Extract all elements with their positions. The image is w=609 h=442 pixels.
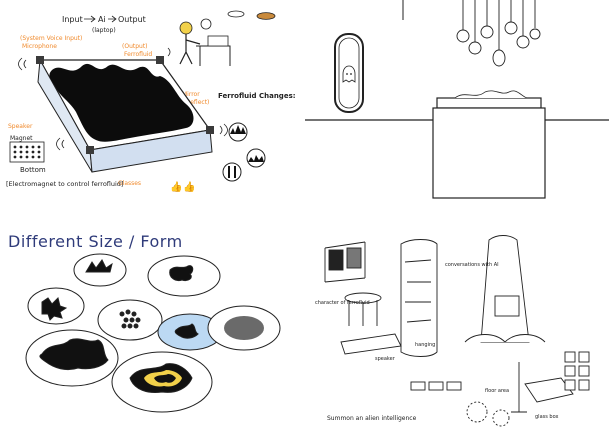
character-label: character of ferrofluid — [315, 300, 370, 306]
small-table-1 — [410, 381, 426, 391]
hanging-panel-1 — [328, 249, 344, 271]
output-label: (Output) — [122, 43, 148, 50]
tray-front-side — [89, 129, 213, 173]
person-body-icon — [179, 34, 201, 65]
ferrofluid-shape-8-core — [154, 374, 176, 383]
room-scene-sketch — [305, 0, 609, 199]
ferrofluid-shape-6 — [224, 316, 264, 340]
speech-bubble-icon — [200, 18, 212, 30]
conversation-label: conversations with AI — [445, 262, 499, 268]
hanging-frame — [324, 241, 366, 283]
floor-circle-2 — [492, 409, 510, 427]
glasses-label: Glasses — [118, 180, 141, 187]
ferrofluid-shape-2 — [169, 265, 194, 281]
sound-wave-marks — [18, 47, 228, 151]
sketch-panel-ferrofluid-mirror: Input Ai Output (laptop) (System Voice I… — [0, 0, 300, 215]
lamp-stand — [511, 362, 527, 413]
sketch-panel-different-forms: Different Size / Form — [0, 222, 300, 442]
flow-input-label: Input — [62, 15, 83, 24]
hanging-scroll — [400, 239, 438, 357]
corner-post-3 — [206, 126, 214, 134]
ferrofluid-mirror-sketch: Input Ai Output (laptop) (System Voice I… — [6, 10, 296, 193]
system-voice-input-label: (System Voice Input) — [20, 35, 82, 42]
ferrofluid-label: Ferrofluid — [124, 51, 152, 58]
thumbs-up-icon: 👍 — [170, 180, 182, 193]
table-pedestal — [432, 107, 546, 199]
drape-table — [494, 295, 520, 317]
ferrofluid-changes-label: Ferrofluid Changes: — [218, 92, 296, 100]
corner-post-1 — [36, 56, 44, 64]
table-top — [436, 97, 542, 109]
flow-laptop-label: (laptop) — [92, 27, 116, 34]
dish-wood-icon — [256, 12, 276, 20]
scroll-marks — [404, 259, 432, 323]
summon-label: Summon an alien intelligence — [327, 415, 417, 422]
mirror-label: Mirror — [182, 91, 200, 98]
long-bench — [340, 333, 402, 355]
electromagnet-label: [Electromagnet to control ferrofluid] — [6, 180, 123, 188]
small-table-2 — [428, 381, 444, 391]
bottom-label: Bottom — [20, 166, 46, 174]
laptop-icon — [207, 35, 229, 47]
speaker-label: speaker — [375, 356, 396, 362]
small-table-3 — [446, 381, 462, 391]
ferrofluid-shape-4-dots — [119, 309, 141, 329]
hanging-label: hanging — [415, 342, 435, 348]
speaker-grid — [564, 351, 590, 391]
flow-arrows — [84, 15, 117, 23]
sketch-panel-room-scene — [305, 0, 609, 215]
ferrofluid-shape-5 — [174, 323, 199, 339]
petri-dishes-sketch — [25, 253, 281, 413]
floor-area-label: floor area — [485, 388, 509, 394]
floor-circle-1 — [466, 401, 488, 423]
glass-box — [524, 377, 574, 403]
glass-box-label: glass box — [535, 414, 559, 420]
change-state-spikes-1 — [230, 125, 246, 134]
person-head-icon — [179, 21, 193, 35]
magnet-grid-dots — [13, 145, 41, 159]
forms-title: Different Size / Form — [8, 232, 183, 251]
flow-output-label: Output — [118, 15, 146, 24]
corner-post-2 — [156, 56, 164, 64]
change-state-spikes-2 — [248, 155, 264, 162]
ferrofluid-blob — [49, 63, 194, 142]
drape-structure — [480, 235, 530, 343]
microphone-label: Microphone — [22, 43, 57, 50]
corner-post-4 — [86, 146, 94, 154]
hanging-panel-2 — [346, 247, 362, 269]
change-state-circle-3 — [222, 162, 242, 182]
dish-icon — [227, 10, 245, 18]
ferrofluid-shape-7 — [39, 338, 109, 371]
speaker-label: Speaker — [8, 123, 33, 130]
sketch-panel-installation: character of ferrofluid conversations wi… — [305, 222, 609, 442]
chandelier-icon — [456, 0, 541, 67]
table-ferrofluid-tray — [454, 90, 528, 99]
flow-ai-label: Ai — [98, 15, 106, 24]
thumbs-up-icon-2: 👍 — [183, 180, 195, 193]
reflect-label: (Reflect) — [184, 99, 209, 106]
desk-icon — [196, 45, 231, 66]
installation-sketch: character of ferrofluid conversations wi… — [315, 235, 590, 427]
ghost-reflection-icon — [342, 65, 356, 83]
magnet-label: Magnet — [10, 135, 33, 142]
round-table-legs — [348, 300, 378, 326]
drape-hem — [464, 334, 546, 343]
change-state-bars-3 — [228, 166, 236, 178]
ferrofluid-shape-1 — [85, 259, 113, 273]
ferrofluid-shape-3 — [41, 297, 68, 321]
